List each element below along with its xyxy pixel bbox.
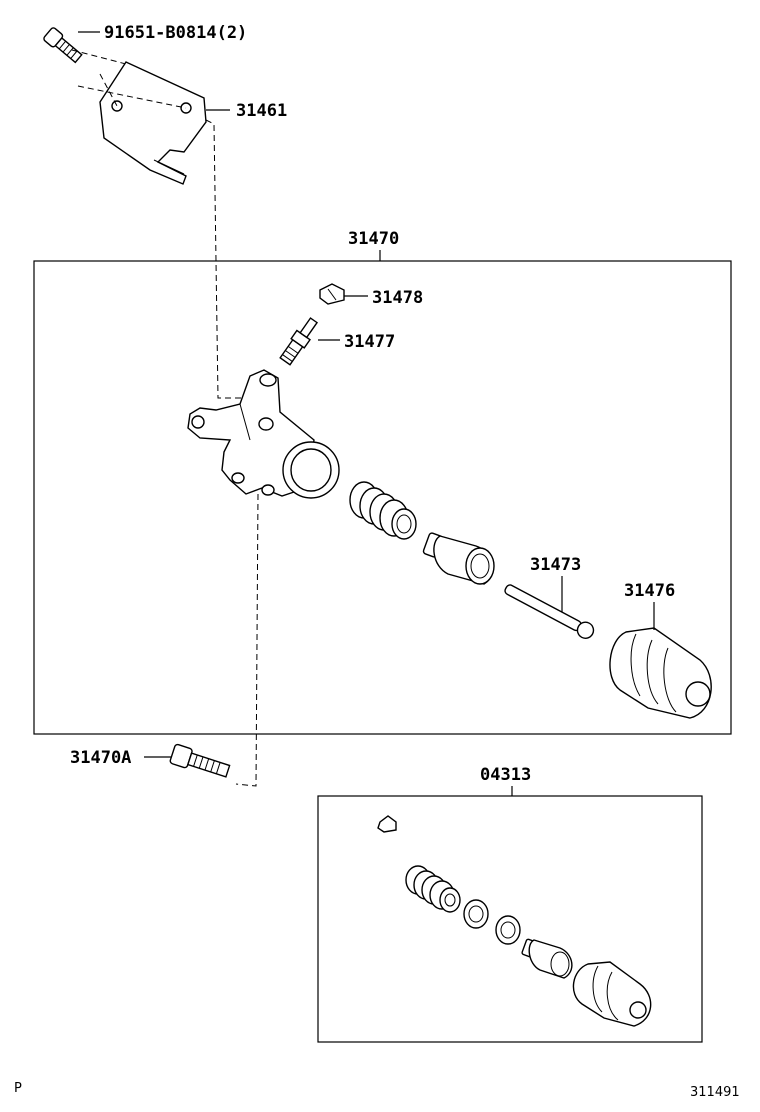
cylinder-assy-box (33, 260, 732, 735)
kit-piston-part[interactable] (521, 938, 573, 979)
callout-cap: 31478 (372, 288, 423, 308)
callout-bolt-bottom: 31470A (70, 748, 131, 768)
callout-cylinder-assy: 31470 (348, 229, 399, 249)
repair-kit-box (317, 795, 703, 1043)
callout-push-rod: 31473 (530, 555, 581, 575)
callout-bleeder: 31477 (344, 332, 395, 352)
kit-spring-part[interactable] (405, 865, 461, 913)
bracket-part[interactable] (99, 61, 207, 185)
callout-bracket: 31461 (236, 101, 287, 121)
footer-left-mark: P (14, 1081, 22, 1096)
kit-seal-a-part[interactable] (463, 899, 489, 929)
bleeder-part[interactable] (279, 316, 321, 366)
spring-seal-part[interactable] (349, 481, 417, 540)
kit-seal-b-part[interactable] (495, 915, 521, 945)
cylinder-body-part[interactable] (187, 369, 340, 499)
kit-cap-part[interactable] (377, 815, 397, 833)
figure-number: 311491 (690, 1085, 740, 1100)
callout-bolt-top: 91651-B0814(2) (104, 23, 247, 43)
bolt-top-part[interactable] (43, 27, 84, 65)
callout-boot: 31476 (624, 581, 675, 601)
callout-repair-kit: 04313 (480, 765, 531, 785)
piston-part[interactable] (422, 532, 495, 585)
boot-part[interactable] (609, 627, 712, 719)
bolt-bottom-part[interactable] (169, 743, 231, 781)
push-rod-part[interactable] (502, 581, 596, 641)
kit-boot-part[interactable] (572, 961, 652, 1027)
cap-part[interactable] (319, 283, 345, 305)
